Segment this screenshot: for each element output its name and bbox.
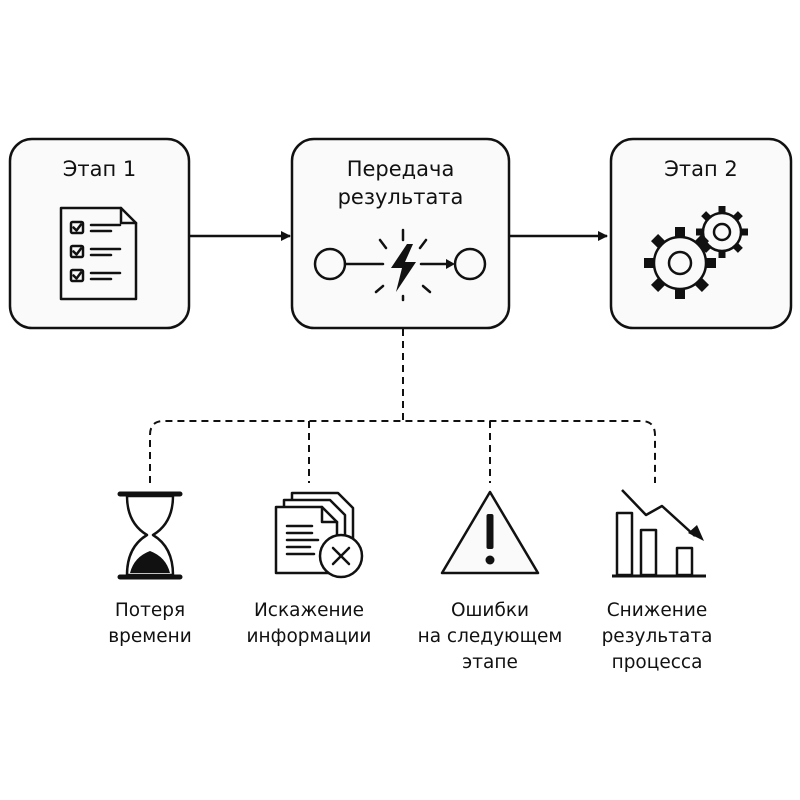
consequence-line: результата	[601, 626, 713, 647]
dashed-connectors	[149, 329, 656, 483]
transfer-title-line2: результата	[337, 185, 464, 209]
stage1-title: Этап 1	[62, 157, 137, 181]
consequence-line: времени	[108, 626, 192, 647]
lightning-bolt-icon	[391, 244, 416, 292]
hourglass-icon	[117, 491, 183, 580]
consequence-label-time-loss: Потеря времени	[70, 598, 230, 650]
consequence-line: Искажение	[253, 600, 365, 621]
consequence-line: Снижение	[606, 600, 708, 621]
consequence-line: процесса	[611, 652, 703, 673]
consequence-line: на следующем	[417, 626, 563, 647]
declining-chart-icon	[612, 489, 706, 578]
gears-icon	[644, 206, 748, 299]
consequence-line: Ошибки	[450, 600, 530, 621]
transfer-title-line1: Передача	[346, 157, 455, 181]
transfer-box	[290, 137, 511, 330]
broken-connection-icon	[313, 228, 487, 302]
consequence-label-info-distortion: Искажение информации	[229, 598, 389, 650]
stage2-title: Этап 2	[664, 157, 738, 181]
warning-icon	[440, 490, 540, 575]
checklist-document-icon	[59, 206, 138, 301]
documents-error-icon	[274, 491, 364, 579]
consequence-line: этапе	[462, 652, 518, 673]
consequence-line: Потеря	[114, 600, 186, 621]
consequence-line: информации	[246, 626, 372, 647]
stage1-box	[8, 137, 191, 330]
consequence-label-next-stage-errors: Ошибки на следующем этапе	[405, 598, 575, 676]
consequence-label-result-decline: Снижение результата процесса	[577, 598, 737, 676]
